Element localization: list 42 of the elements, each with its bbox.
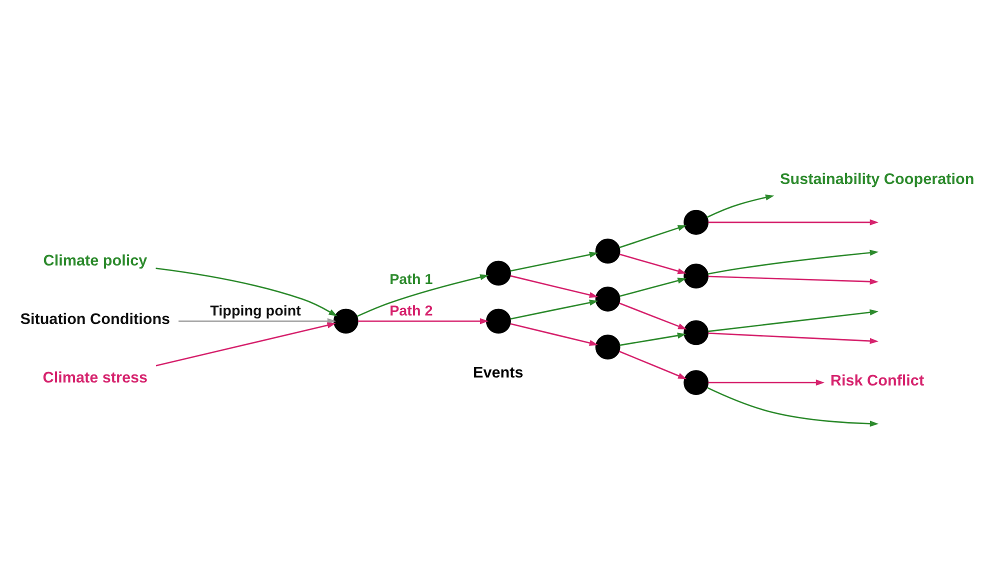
arrow	[156, 322, 336, 366]
arrow	[708, 379, 825, 386]
node-circle	[595, 334, 620, 360]
arrow	[619, 224, 686, 248]
arrow	[178, 318, 336, 324]
arrow	[708, 308, 878, 332]
arrow	[619, 302, 687, 329]
node-circle	[595, 238, 620, 264]
node-text: Situation Conditions	[20, 310, 170, 328]
arrow	[510, 251, 598, 272]
node-circle	[486, 260, 511, 286]
node-circle	[684, 209, 709, 234]
node-circle	[486, 308, 511, 334]
arrow	[706, 194, 774, 218]
arrow	[156, 267, 338, 316]
arrow	[708, 249, 879, 274]
node-circle	[333, 308, 358, 334]
node-text: Sustainability Cooperation	[780, 170, 974, 188]
arrow	[510, 299, 598, 320]
node-circle	[595, 286, 620, 312]
node-circle	[684, 370, 709, 395]
arrow	[708, 275, 879, 284]
arrow	[510, 322, 598, 346]
edge-label: Path 1	[390, 271, 433, 288]
arrow	[620, 253, 686, 274]
arrow	[510, 274, 598, 298]
node-text: Climate stress	[42, 368, 148, 386]
node-circle	[684, 263, 709, 288]
node-circle	[684, 320, 709, 345]
arrow	[619, 350, 687, 379]
arrow	[707, 386, 879, 426]
edge-label: Tipping point	[210, 302, 301, 319]
arrow	[356, 274, 489, 316]
label: Events	[473, 364, 524, 382]
edge-label: Path 2	[390, 302, 433, 319]
arrow	[708, 218, 879, 225]
arrow	[620, 277, 686, 296]
arrow	[708, 332, 879, 344]
arrow	[620, 332, 686, 346]
node-text: Climate policy	[43, 252, 148, 269]
arrow	[358, 318, 489, 324]
node-text: Risk Conflict	[830, 372, 924, 389]
